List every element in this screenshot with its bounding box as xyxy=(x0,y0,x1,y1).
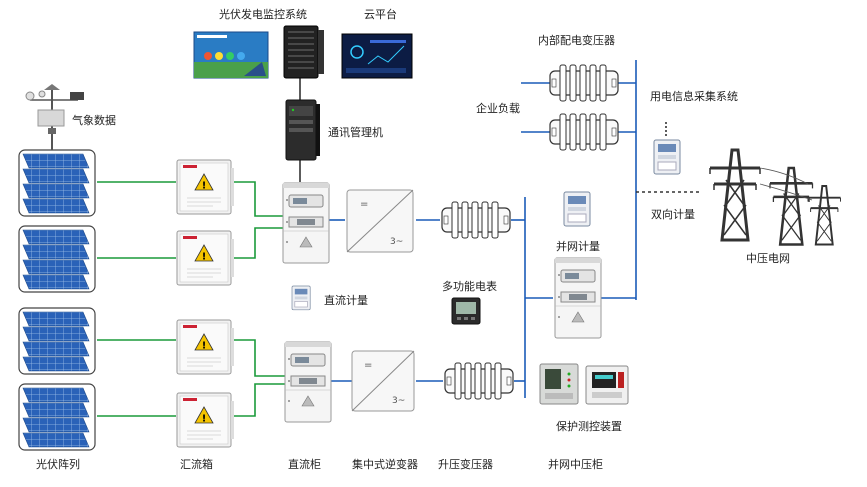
combiner-box-4 xyxy=(176,392,235,448)
label-internal-transformer: 内部配电变压器 xyxy=(538,34,615,47)
label-monitor-system: 光伏发电监控系统 xyxy=(219,8,307,21)
dc-cabinet-1 xyxy=(282,182,330,264)
internal-transformer-1 xyxy=(549,64,619,102)
label-comm-manager: 通讯管理机 xyxy=(328,126,383,139)
label-enterprise-load: 企业负载 xyxy=(476,102,520,115)
multi-function-meter-device xyxy=(451,297,481,325)
grid-mv-cabinet xyxy=(554,257,602,339)
step-up-transformer-2 xyxy=(444,362,514,400)
dc-lines xyxy=(97,181,285,417)
cloud-platform-screen xyxy=(341,33,413,79)
comm-manager-device xyxy=(285,99,320,161)
inverter-2: = 3~ xyxy=(351,350,415,412)
label-weather-data: 气象数据 xyxy=(72,114,116,127)
label-mv-grid: 中压电网 xyxy=(746,252,790,265)
label-bidirectional-meter: 双向计量 xyxy=(651,208,695,221)
label-dc-cabinet: 直流柜 xyxy=(288,458,321,471)
tower-cables xyxy=(759,167,813,201)
transmission-tower-3 xyxy=(807,185,842,246)
label-power-info-system: 用电信息采集系统 xyxy=(650,90,738,103)
pv-array-1 xyxy=(19,150,95,216)
pv-array-3 xyxy=(19,308,95,374)
label-combiner-box: 汇流箱 xyxy=(180,458,213,471)
label-multi-meter: 多功能电表 xyxy=(442,280,497,293)
combiner-box-1 xyxy=(176,159,235,215)
pv-array-4 xyxy=(19,384,95,450)
label-step-up-transformer: 升压变压器 xyxy=(438,458,493,471)
inverter-2-ac-symbol: 3~ xyxy=(392,396,405,406)
inverter-1-ac-symbol: 3~ xyxy=(390,237,403,247)
transmission-tower-1 xyxy=(708,148,762,242)
label-grid-meter: 并网计量 xyxy=(556,240,600,253)
internal-transformer-2 xyxy=(549,113,619,151)
monitor-screen xyxy=(193,31,269,79)
protection-device-2 xyxy=(585,365,629,405)
inverter-1-dc-symbol: = xyxy=(360,199,368,210)
inverter-1: = 3~ xyxy=(346,189,414,253)
step-up-transformer-1 xyxy=(441,201,511,239)
combiner-box-2 xyxy=(176,230,235,286)
label-pv-array: 光伏阵列 xyxy=(36,458,80,471)
pv-array-2 xyxy=(19,226,95,292)
server-device xyxy=(283,25,324,79)
label-protection-device: 保护测控装置 xyxy=(556,420,622,433)
label-central-inverter: 集中式逆变器 xyxy=(352,458,418,471)
comm-lines xyxy=(299,78,700,193)
transmission-tower-2 xyxy=(768,166,814,246)
combiner-box-3 xyxy=(176,319,235,375)
grid-meter-device xyxy=(563,191,591,227)
protection-device-1 xyxy=(539,363,579,405)
dc-cabinet-2 xyxy=(284,341,332,423)
label-grid-mv-cabinet: 并网中压柜 xyxy=(548,458,603,471)
power-info-meter-device xyxy=(653,139,681,175)
inverter-2-dc-symbol: = xyxy=(364,360,372,371)
dc-meter-device xyxy=(291,285,311,311)
label-cloud-platform: 云平台 xyxy=(364,8,397,21)
weather-station-device xyxy=(25,84,84,150)
label-dc-meter: 直流计量 xyxy=(324,294,368,307)
